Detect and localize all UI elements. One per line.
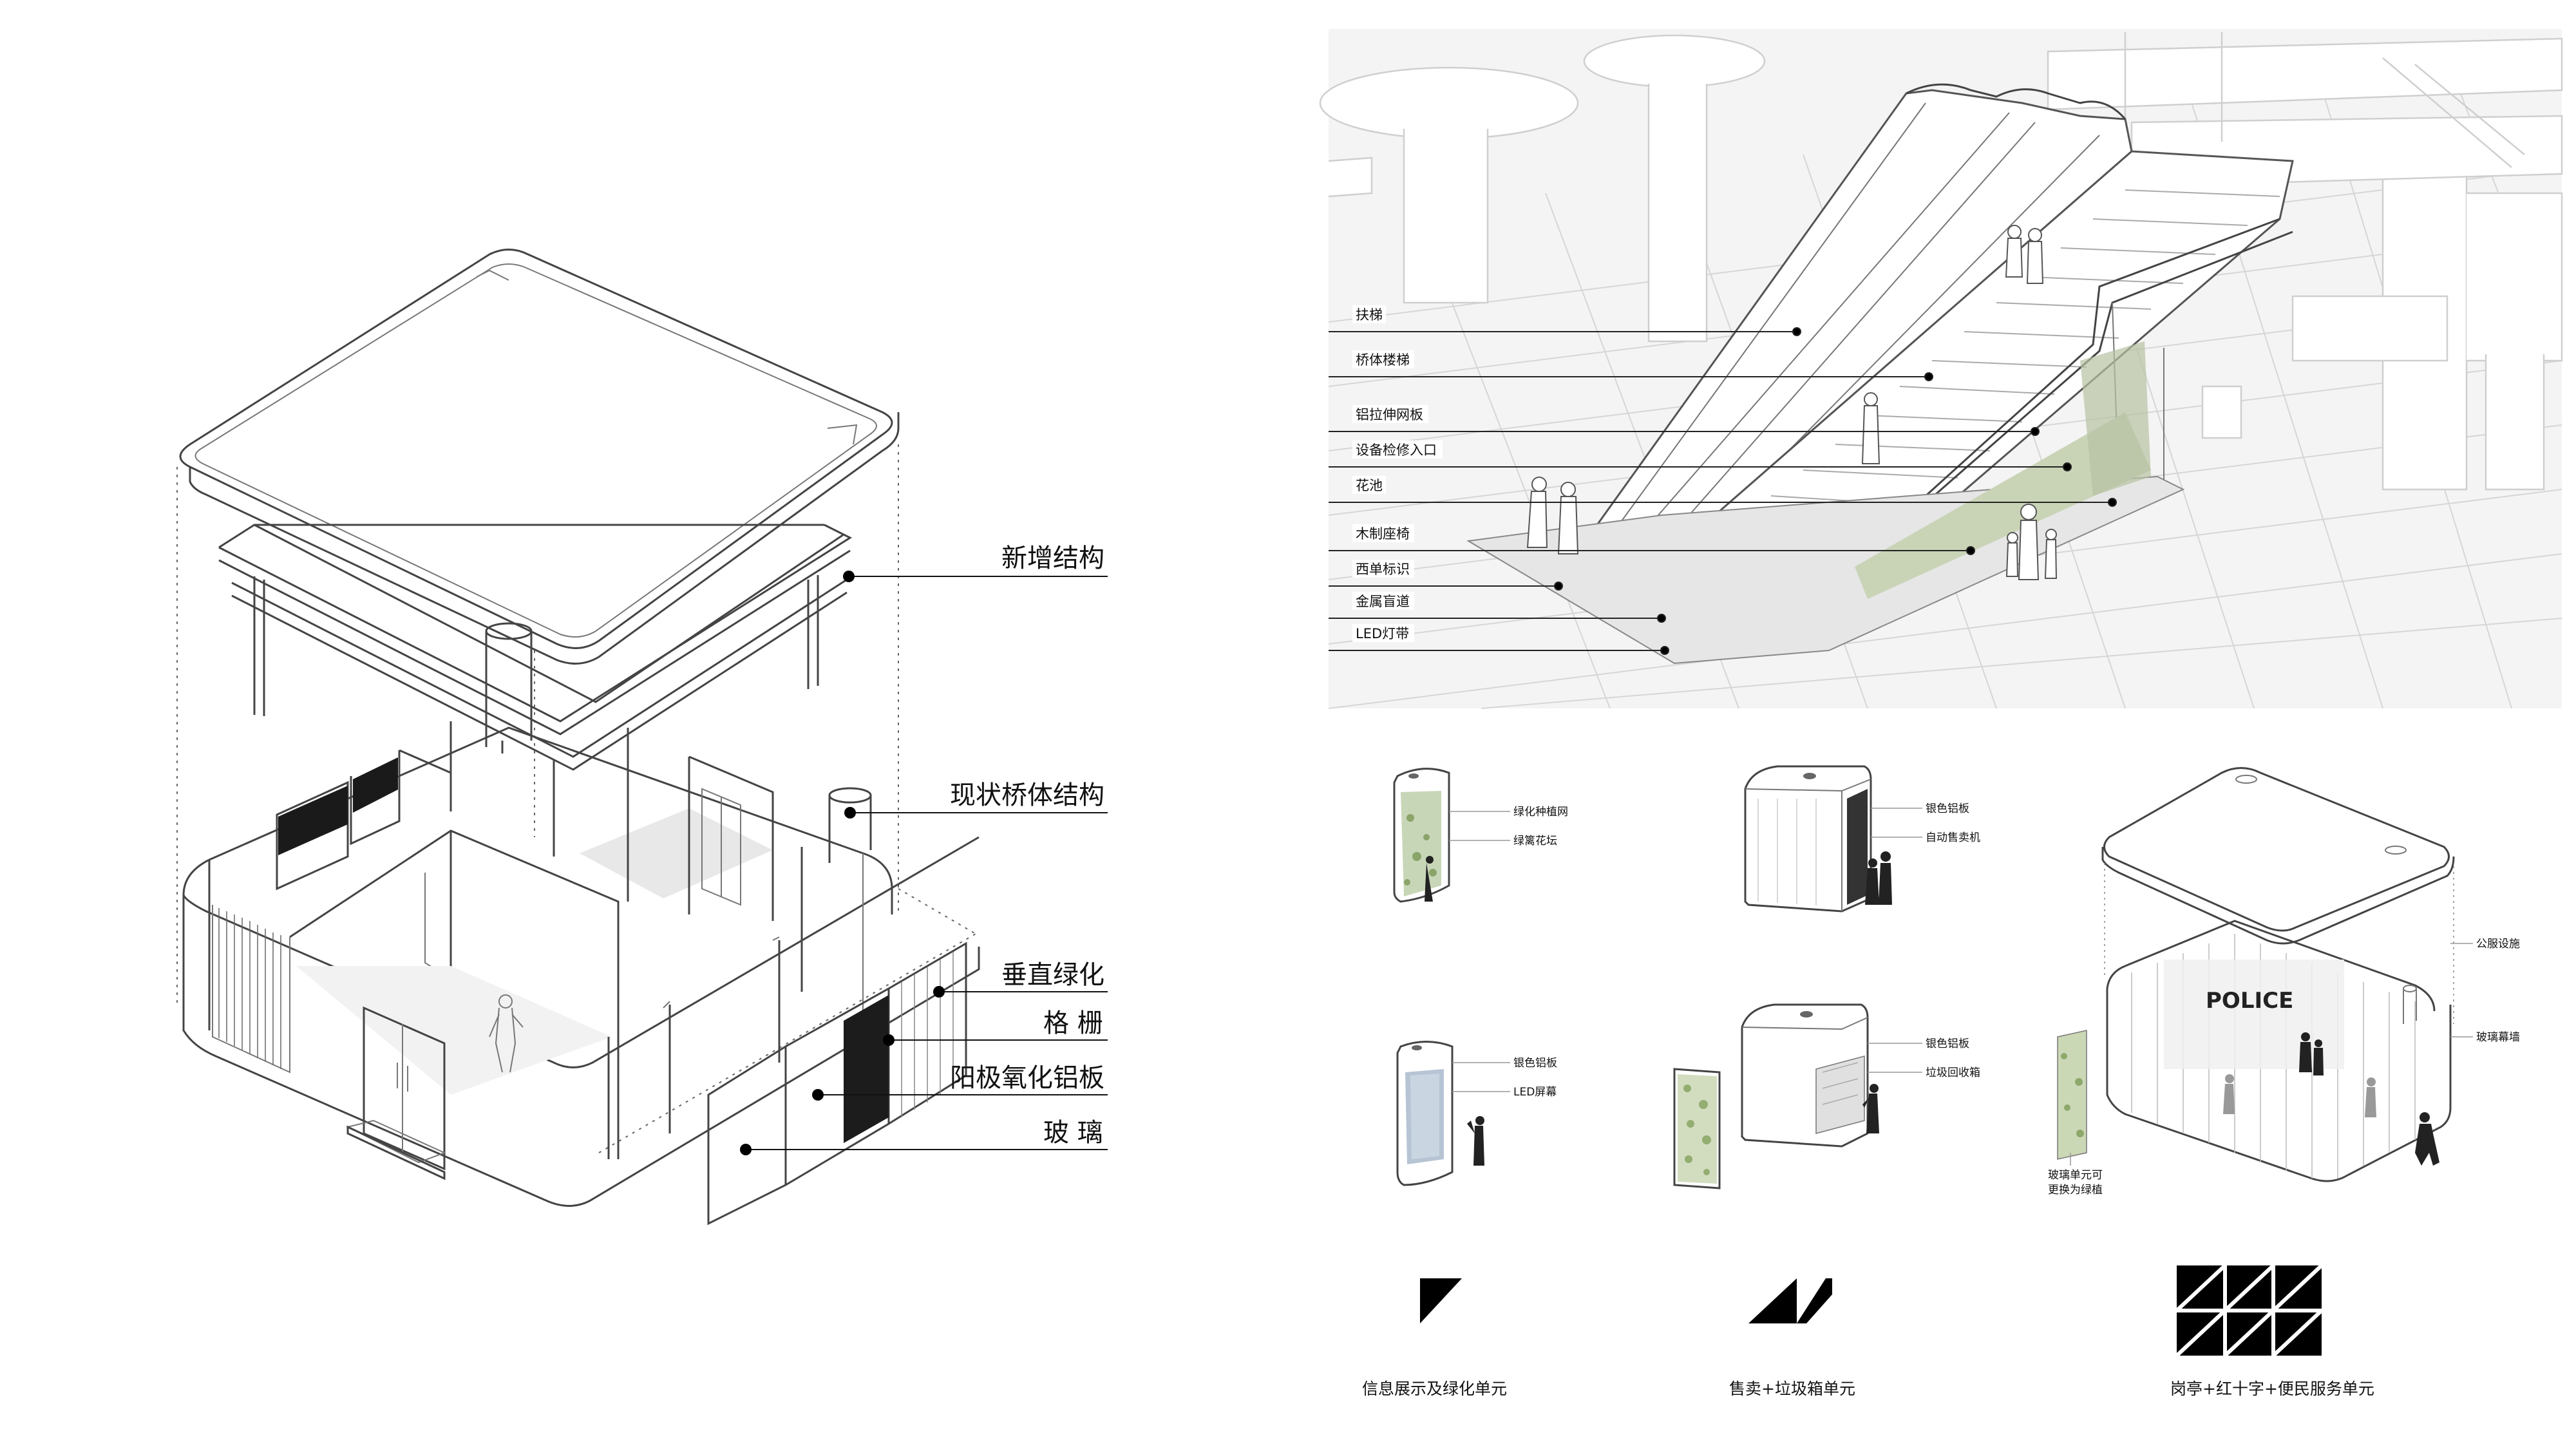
- label-escalator: 扶梯: [1356, 307, 1383, 323]
- kiosk-leaders: [740, 571, 1108, 1155]
- label-silver-aluminum-panel-trash: 银色铝板: [1926, 1037, 1969, 1050]
- kiosk-roof: [179, 249, 900, 665]
- unit-info-green: 绿化种植网 绿篱花坛: [1393, 768, 1568, 903]
- unit-police-kiosk: POLICE 公服设施 玻璃幕墙 玻璃单元可 更换为绿植: [2048, 767, 2520, 1197]
- label-recycling-bin: 垃圾回收箱: [1926, 1066, 1980, 1079]
- left-grille-panel: [218, 908, 281, 1069]
- label-anodized-aluminum-panel: 阳极氧化铝板: [950, 1063, 1104, 1093]
- label-led-screen: LED屏幕: [1513, 1086, 1557, 1099]
- label-grille: 格 栅: [1043, 1009, 1103, 1038]
- kiosk-exploded-drawing: 新增结构 现状桥体结构 垂直绿化 格 栅 阳极氧化铝板 玻 璃: [176, 249, 1108, 1226]
- vending-people: [1865, 851, 1892, 905]
- unit-trash: 银色铝板 垃圾回收箱: [1673, 1003, 1980, 1189]
- label-green-planting-net: 绿化种植网: [1513, 806, 1568, 819]
- kiosk-person-figure: [489, 994, 524, 1073]
- label-new-structure: 新增结构: [1001, 544, 1104, 573]
- info-unit-triangle-icon: [1420, 1278, 1462, 1323]
- label-glass-unit-note-line2: 更换为绿植: [2048, 1184, 2103, 1197]
- label-vending-machine: 自动售卖机: [1926, 831, 1980, 844]
- screen-person: [1467, 1116, 1484, 1166]
- label-metal-tactile-path: 金属盲道: [1356, 594, 1410, 609]
- new-structure-frame: [218, 524, 853, 857]
- label-existing-bridge-structure: 现状桥体结构: [950, 781, 1104, 810]
- unit-type-icons: [1420, 1264, 2324, 1358]
- label-public-service-facility: 公服设施: [2476, 938, 2520, 951]
- planter-base: [1466, 341, 2185, 665]
- label-silver-aluminum-panel-vending: 银色铝板: [1926, 802, 1969, 815]
- label-silver-aluminum-panel-screen: 银色铝板: [1513, 1057, 1557, 1070]
- police-unit-grid-icon: [2175, 1264, 2324, 1358]
- label-led-strip: LED灯带: [1356, 626, 1409, 641]
- vending-unit-parallelogram-icon: [1748, 1278, 1832, 1323]
- caption-police-service-unit: 岗亭+红十字+便民服务单元: [2170, 1379, 2374, 1398]
- label-expanded-aluminum-mesh: 铝拉伸网板: [1356, 407, 1423, 422]
- trash-person: [1862, 1084, 1879, 1133]
- police-people: [2299, 1032, 2439, 1166]
- caption-vending-trash-unit: 售卖+垃圾箱单元: [1729, 1379, 1855, 1398]
- unit-info-screen: 银色铝板 LED屏幕: [1396, 1041, 1557, 1186]
- label-glass: 玻 璃: [1043, 1118, 1103, 1148]
- stair-leaders: [1329, 327, 2117, 655]
- projection-lines: [176, 444, 976, 1153]
- right-grille-panel: [901, 952, 954, 1117]
- stair-people: [1526, 225, 2058, 580]
- stair-escalator-scene: 扶梯 桥体楼梯 铝拉伸网板 设备检修入口 花池 木制座椅 西单标识 金属盲道 L…: [1319, 29, 2563, 709]
- label-planter: 花池: [1356, 478, 1383, 493]
- caption-info-green-unit: 信息展示及绿化单元: [1362, 1379, 1507, 1398]
- label-hedge-planter: 绿篱花坛: [1513, 835, 1557, 848]
- label-maintenance-entrance: 设备检修入口: [1356, 442, 1437, 458]
- label-bridge-stair: 桥体楼梯: [1356, 352, 1410, 368]
- kiosk-walls: [182, 726, 980, 1226]
- label-vertical-greening: 垂直绿化: [1001, 960, 1104, 990]
- label-wooden-bench: 木制座椅: [1356, 526, 1410, 542]
- stair-label-group: 扶梯 桥体楼梯 铝拉伸网板 设备检修入口 花池 木制座椅 西单标识 金属盲道 L…: [1352, 305, 1443, 642]
- label-xidan-sign: 西单标识: [1356, 562, 1410, 577]
- police-sign: POLICE: [2206, 988, 2293, 1014]
- label-glass-unit-note-line1: 玻璃单元可: [2048, 1169, 2103, 1182]
- unit-vending: 银色铝板 自动售卖机: [1744, 765, 1980, 913]
- label-glass-curtain-wall: 玻璃幕墙: [2476, 1031, 2520, 1044]
